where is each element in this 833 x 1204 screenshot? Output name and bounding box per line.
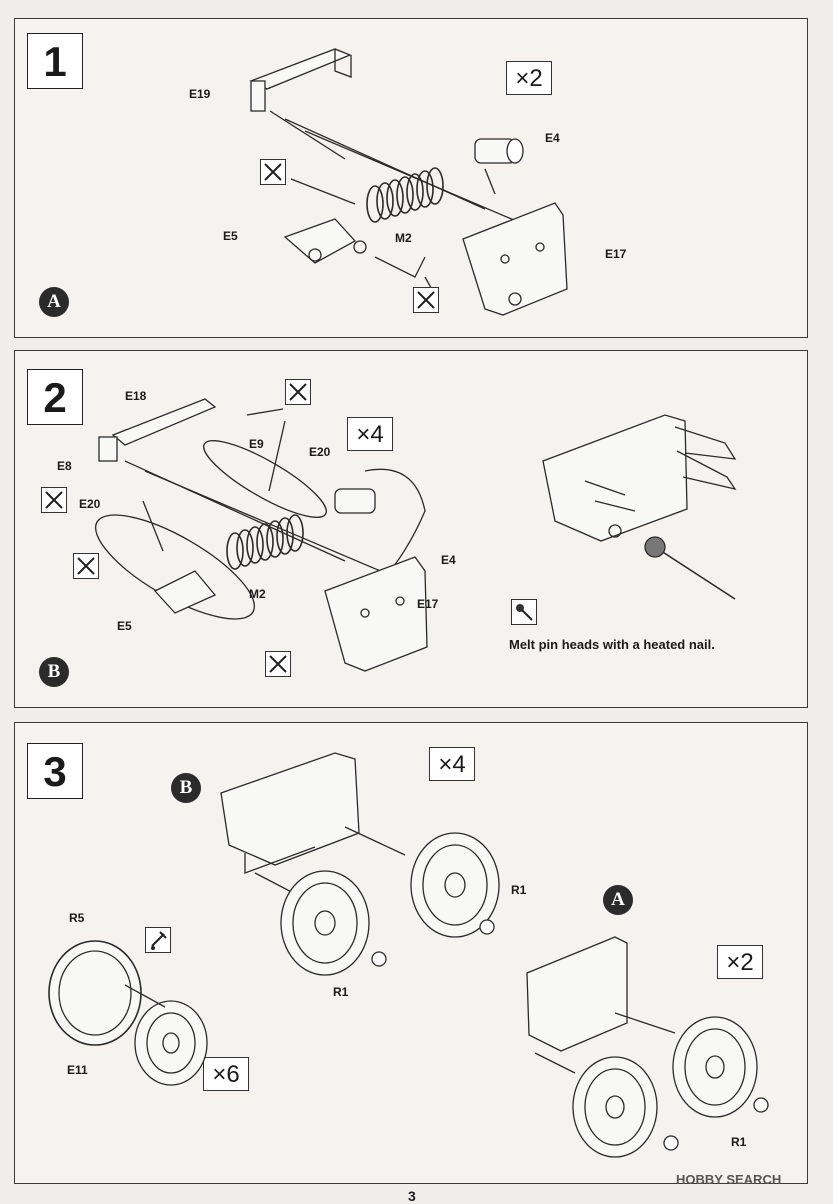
part-label: E5 [223, 229, 238, 243]
part-label: E4 [545, 131, 560, 145]
step-number: 3 [27, 743, 83, 799]
part-label: E9 [249, 437, 264, 451]
part-label: E17 [417, 597, 439, 611]
subassembly-badge: A [39, 287, 69, 317]
step-3-panel: 3 ×4 ×2 ×6 B A [14, 722, 808, 1184]
step-2-panel: 2 ×4 B [14, 350, 808, 708]
step-number: 2 [27, 369, 83, 425]
step-number: 1 [27, 33, 83, 89]
cut-icon [265, 651, 291, 677]
glue-icon [145, 927, 171, 953]
multiplier-badge: ×6 [203, 1057, 249, 1091]
cut-icon [41, 487, 67, 513]
step-2-drawing [94, 398, 737, 672]
cut-icon [285, 379, 311, 405]
part-label: E19 [189, 87, 211, 101]
step-1-panel: 1 ×2 A [14, 18, 808, 338]
multiplier-badge: ×2 [717, 945, 763, 979]
cut-icon [413, 287, 439, 313]
subassembly-badge: B [39, 657, 69, 687]
part-label: E4 [441, 553, 456, 567]
part-label: E11 [67, 1063, 88, 1077]
subassembly-badge: A [603, 885, 633, 915]
part-label: R1 [511, 883, 527, 897]
part-label: M2 [249, 587, 266, 601]
multiplier-badge: ×4 [347, 417, 393, 451]
subassembly-badge: B [171, 773, 201, 803]
multiplier-badge: ×2 [506, 61, 552, 95]
part-label: R1 [333, 985, 349, 999]
part-label: E20 [79, 497, 101, 511]
part-label: E18 [125, 389, 147, 403]
multiplier-badge: ×4 [429, 747, 475, 781]
part-label: R1 [731, 1135, 747, 1149]
step-1-drawing [249, 48, 568, 316]
part-label: R5 [69, 911, 85, 925]
part-label: M2 [395, 231, 412, 245]
cut-icon [260, 159, 286, 185]
part-label: E5 [117, 619, 132, 633]
part-label: E17 [605, 247, 627, 261]
part-label: E8 [57, 459, 72, 473]
cut-icon [73, 553, 99, 579]
watermark: HOBBY SEARCH [676, 1172, 782, 1187]
step-3-drawing [48, 752, 769, 1158]
part-label: E20 [309, 445, 331, 459]
page-number: 3 [408, 1188, 416, 1204]
instruction-note: Melt pin heads with a heated nail. [509, 637, 715, 652]
heated-nail-icon [511, 599, 537, 625]
